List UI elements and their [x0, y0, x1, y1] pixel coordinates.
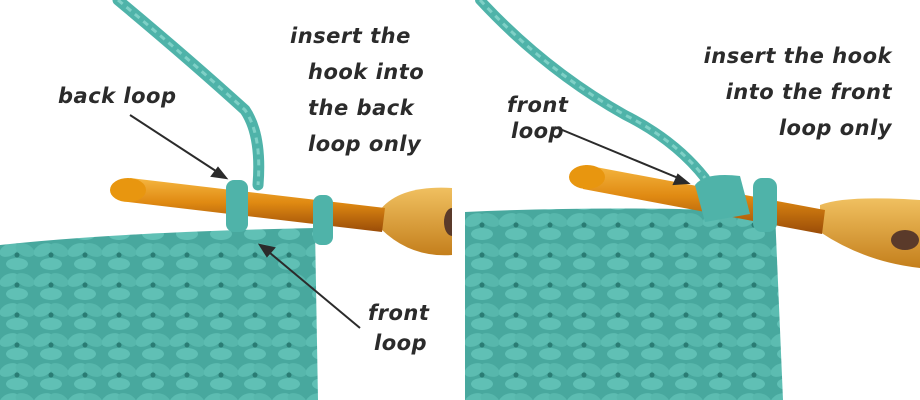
hook-handle	[820, 198, 920, 268]
yarn-loop	[226, 180, 248, 232]
yarn-loop	[753, 178, 777, 232]
crochet-fabric	[0, 228, 318, 400]
hook-head	[569, 165, 605, 189]
instruction-front-loop: insert the hook into the front loop only	[703, 44, 892, 140]
yarn-loop	[313, 195, 333, 245]
instruction-back-loop: insert the hook into the back loop only	[290, 24, 425, 156]
arrow-back-loop	[129, 114, 229, 180]
callout-front-loop: front loop	[507, 93, 569, 143]
hook-handle	[380, 187, 452, 256]
handle-grip	[444, 208, 452, 236]
arrow-front-loop	[554, 126, 691, 186]
back-loop-panel: insert the hook into the back loop only …	[0, 0, 452, 400]
handle-grip	[891, 230, 919, 250]
crochet-front-loop-illustration	[465, 0, 920, 400]
hook-head	[110, 178, 146, 202]
callout-back-loop: back loop	[58, 84, 177, 108]
yarn-strand	[475, 0, 710, 183]
yarn-loop	[695, 175, 750, 222]
crochet-back-loop-illustration	[0, 0, 452, 400]
crochet-fabric	[465, 208, 783, 400]
callout-front-loop: front loop	[368, 301, 430, 355]
arrow-front-loop	[257, 243, 361, 329]
front-loop-panel: insert the hook into the front loop only…	[465, 0, 920, 400]
panel-divider	[452, 0, 465, 400]
